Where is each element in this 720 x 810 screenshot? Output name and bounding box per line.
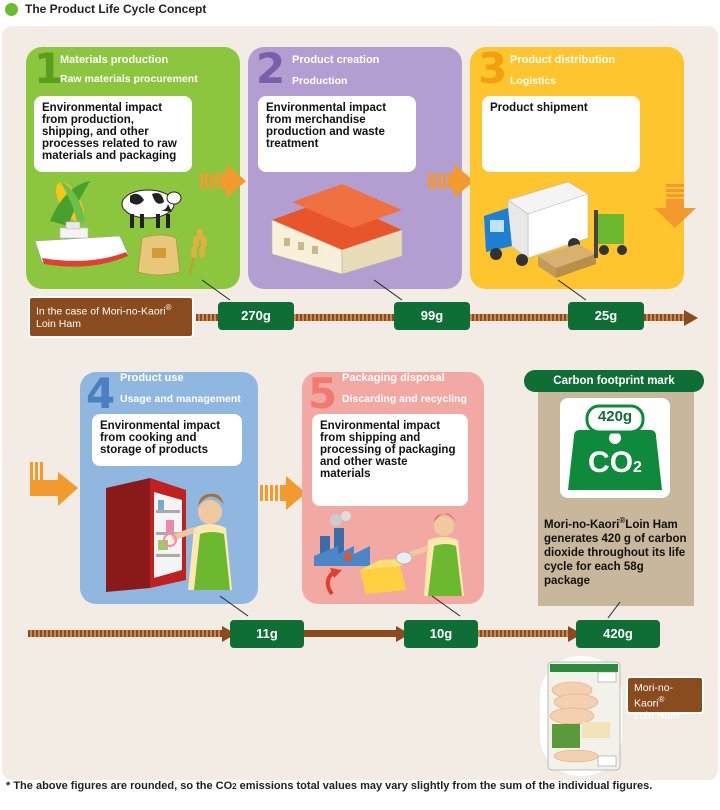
stage-number: 5 — [308, 369, 338, 418]
flow-arrow-right-icon — [428, 164, 474, 198]
stage-subtitle: Production — [292, 75, 348, 87]
co2-value-disposal: 10g — [404, 620, 478, 648]
co2-mark-label: CO2 — [574, 446, 656, 480]
refrigerator-person-icon — [106, 478, 232, 592]
flow-arrow-right-icon — [200, 164, 246, 198]
stage-subtitle: Raw materials procurement — [60, 73, 198, 85]
stage-subtitle: Usage and management — [120, 393, 241, 405]
footnote-text: * The above figures are rounded, so the … — [6, 780, 233, 792]
page-title: The Product Life Cycle Concept — [25, 2, 207, 16]
stage-number: 2 — [256, 44, 286, 93]
materials-illustration — [34, 181, 207, 276]
impact-description: Environmental impact from merchandise pr… — [258, 96, 416, 172]
registered-mark: ® — [658, 695, 665, 704]
case-label-line2: Loin Ham — [36, 317, 81, 330]
ship-icon — [34, 221, 129, 267]
co2-flow-arrow-icon — [684, 310, 698, 326]
co2-flow-line — [302, 630, 398, 637]
flow-arrow-entry-icon — [30, 462, 78, 506]
connector-line — [607, 601, 621, 619]
connector-line — [219, 595, 249, 617]
impact-description: Environmental impact from production, sh… — [34, 96, 192, 172]
connector-line — [373, 279, 403, 301]
connector-line — [431, 595, 461, 617]
factory-building-icon — [271, 184, 403, 275]
registered-mark: ® — [619, 516, 626, 525]
carbon-footprint-description: Mori-no-Kaori®Loin Ham generates 420 g o… — [544, 514, 690, 588]
co2-flow-line — [28, 630, 226, 637]
footnote-subscript: 2 — [232, 782, 237, 791]
impact-description: Product shipment — [482, 96, 640, 172]
flow-arrow-right-icon — [260, 476, 306, 510]
co2-mark-icon — [560, 398, 670, 498]
co2-subscript: 2 — [633, 459, 642, 476]
product-label-line1: Mori-no-Kaori — [634, 682, 674, 710]
case-label-box: In the case of Mori-no-Kaori® Loin Ham — [28, 296, 194, 338]
stage-number: 3 — [478, 44, 508, 93]
footnote-text-end: emissions total values may vary slightly… — [236, 780, 653, 792]
stage-title: Product creation — [292, 54, 380, 66]
co2-value-distribution: 25g — [568, 302, 644, 330]
stage-title: Product use — [120, 372, 184, 384]
co2-value-total: 420g — [576, 620, 660, 648]
header-bullet-icon — [5, 3, 18, 16]
connector-line — [201, 279, 231, 301]
truck-forklift-icon — [484, 181, 627, 278]
cow-icon — [121, 189, 182, 228]
waste-disposal-icon — [314, 511, 464, 596]
co2-text: CO — [588, 446, 634, 479]
stage-title: Packaging disposal — [342, 372, 445, 384]
impact-description: Environmental impact from shipping and p… — [312, 414, 468, 506]
stage-number: 1 — [34, 44, 64, 93]
corn-icon — [50, 181, 90, 228]
co2-value-use: 11g — [230, 620, 304, 648]
desc-text: Loin Ham generates 420 g of carbon dioxi… — [544, 518, 687, 587]
wheat-icon — [189, 225, 207, 275]
product-label-line2: Loin Ham — [634, 709, 679, 722]
co2-flow-line — [476, 630, 572, 637]
stage-title: Product distribution — [510, 54, 616, 66]
desc-product-name: Mori-no-Kaori — [544, 518, 620, 531]
connector-line — [557, 279, 587, 301]
carbon-footprint-heading: Carbon footprint mark — [524, 370, 704, 392]
stage-subtitle: Logistics — [510, 75, 557, 87]
impact-description: Environmental impact from cooking and st… — [92, 414, 242, 466]
registered-mark: ® — [165, 303, 172, 312]
flow-arrow-down-icon — [654, 184, 696, 228]
co2-value-materials: 270g — [218, 302, 294, 330]
co2-mark-value: 420g — [597, 408, 633, 425]
product-label-box: Mori-no-Kaori® Loin Ham — [626, 676, 704, 722]
stage-title: Materials production — [60, 54, 169, 66]
stage-number: 4 — [86, 369, 116, 418]
product-package-icon — [547, 661, 621, 771]
stage-subtitle: Discarding and recycling — [342, 393, 467, 405]
case-label-line1: In the case of Mori-no-Kaori — [36, 305, 166, 318]
grain-sack-icon — [137, 234, 181, 276]
co2-value-production: 99g — [394, 302, 470, 330]
footnote: * The above figures are rounded, so the … — [6, 780, 652, 792]
